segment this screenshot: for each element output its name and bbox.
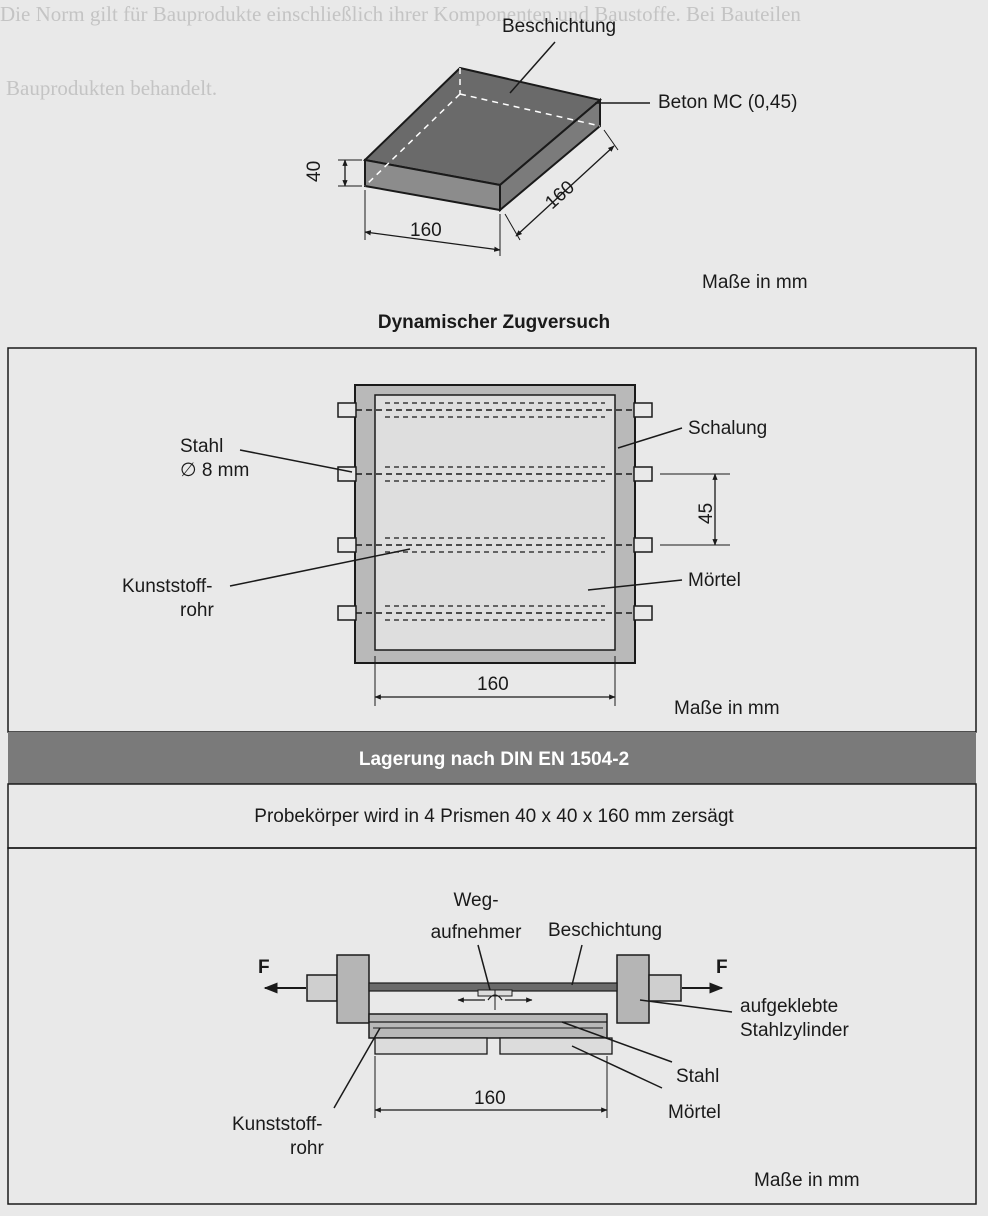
tensile-dim-width: 160	[477, 674, 509, 695]
background-text-line: Bauprodukten behandelt.	[6, 76, 218, 100]
top-concrete-label: Beton MC (0,45)	[658, 92, 797, 113]
storage-band	[8, 732, 976, 784]
top-dim-width: 160	[410, 220, 442, 241]
top-dim-height: 40	[304, 161, 325, 182]
bottom-sensor-label-2: aufnehmer	[431, 922, 523, 943]
steel-bar	[337, 537, 653, 553]
storage-note: Probekörper wird in 4 Prismen 40 x 40 x …	[254, 806, 734, 827]
bottom-cylinder-label: aufgeklebte	[740, 996, 838, 1017]
storage-band-title: Lagerung nach DIN EN 1504-2	[359, 749, 629, 770]
pull-test-frame	[7, 847, 977, 1205]
tensile-mortar-label: Mörtel	[688, 570, 741, 591]
bottom-dim-width: 160	[474, 1088, 506, 1109]
tensile-pipe-label: Kunststoff-	[122, 576, 212, 597]
tensile-steel-label: Stahl	[180, 436, 223, 457]
force-right-label: F	[716, 957, 728, 978]
formwork-figure	[229, 384, 730, 706]
tensile-dim-spacing: 45	[696, 503, 717, 524]
bottom-sensor-label: Weg-	[453, 890, 498, 911]
force-left-label: F	[258, 957, 270, 978]
bottom-steel-label: Stahl	[676, 1066, 719, 1087]
concrete-slab-figure	[338, 41, 650, 256]
top-coating-label: Beschichtung	[502, 16, 616, 37]
steel-bar	[337, 402, 653, 418]
top-units-label: Maße in mm	[702, 272, 808, 293]
pull-test-figure	[263, 944, 733, 1118]
tensile-steel-diameter: ∅ 8 mm	[180, 460, 249, 481]
bottom-units-label: Maße in mm	[754, 1170, 860, 1191]
bottom-mortar-label: Mörtel	[668, 1102, 721, 1123]
steel-bar	[337, 605, 653, 621]
mortar-area	[374, 394, 616, 651]
tensile-test-title: Dynamischer Zugversuch	[378, 312, 610, 333]
bottom-pipe-label: Kunststoff-	[232, 1114, 322, 1135]
bottom-coating-label: Beschichtung	[548, 920, 662, 941]
background-text-line: Die Norm gilt für Bauprodukte einschließ…	[0, 2, 801, 26]
prism	[368, 1013, 608, 1039]
tensile-pipe-label-2: rohr	[180, 600, 214, 621]
tensile-formwork-label: Schalung	[688, 418, 767, 439]
mortar-block	[499, 1037, 613, 1055]
tensile-units-label: Maße in mm	[674, 698, 780, 719]
mortar-block	[374, 1037, 488, 1055]
bottom-cylinder-label-2: Stahlzylinder	[740, 1020, 849, 1041]
bottom-pipe-label-2: rohr	[290, 1138, 324, 1159]
